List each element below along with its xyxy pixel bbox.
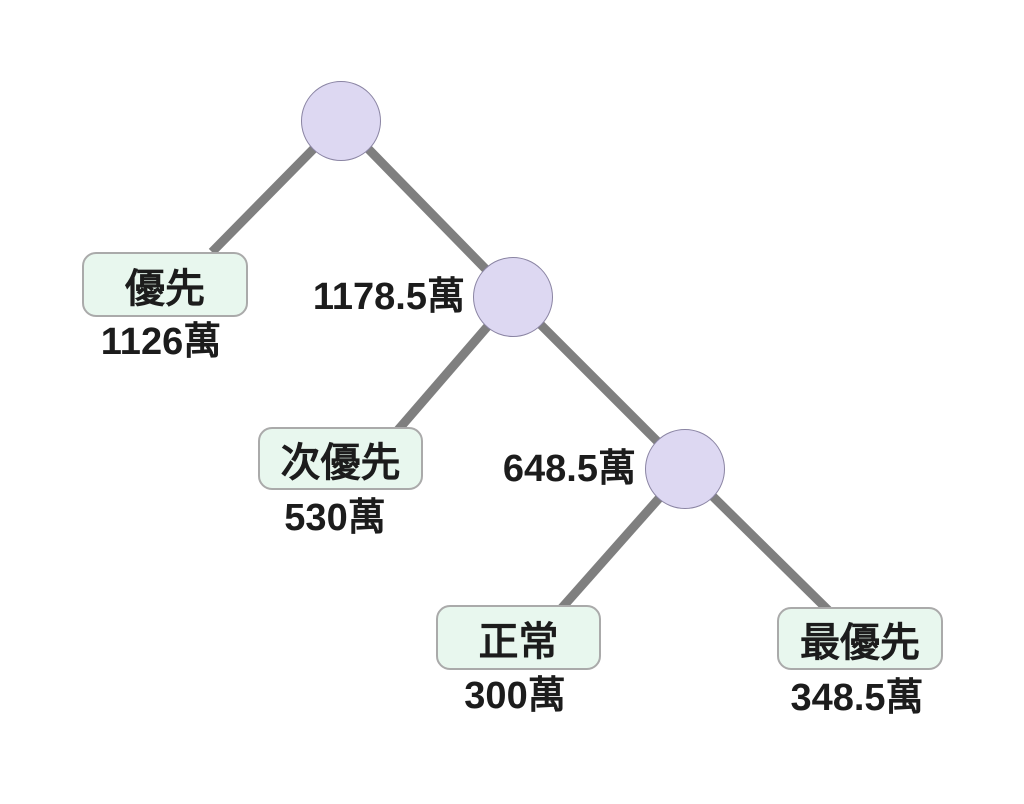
- internal-node-2-sum-label: 648.5萬: [502, 448, 636, 490]
- leaf-label-secondary-priority: 次優先: [280, 440, 401, 485]
- leaf-label-normal: 正常: [478, 619, 559, 664]
- leaf-value-normal: 300萬: [464, 675, 566, 717]
- leaf-value-top-priority: 348.5萬: [790, 677, 924, 719]
- leaf-box-top-priority: 最優先: [777, 607, 943, 670]
- leaf-box-secondary-priority: 次優先: [258, 427, 423, 490]
- tree-node-internal-2: [645, 429, 725, 509]
- leaf-label-top-priority: 最優先: [800, 620, 920, 665]
- tree-node-root: [301, 81, 381, 161]
- tree-node-internal-1: [473, 257, 553, 337]
- leaf-label-priority: 優先: [125, 266, 205, 311]
- leaf-value-secondary-priority: 530萬: [284, 497, 386, 539]
- internal-node-1-sum-label: 1178.5萬: [312, 276, 465, 318]
- leaf-box-priority: 優先: [82, 252, 248, 317]
- leaf-value-priority: 1126萬: [100, 321, 222, 363]
- leaf-box-normal: 正常: [436, 605, 601, 670]
